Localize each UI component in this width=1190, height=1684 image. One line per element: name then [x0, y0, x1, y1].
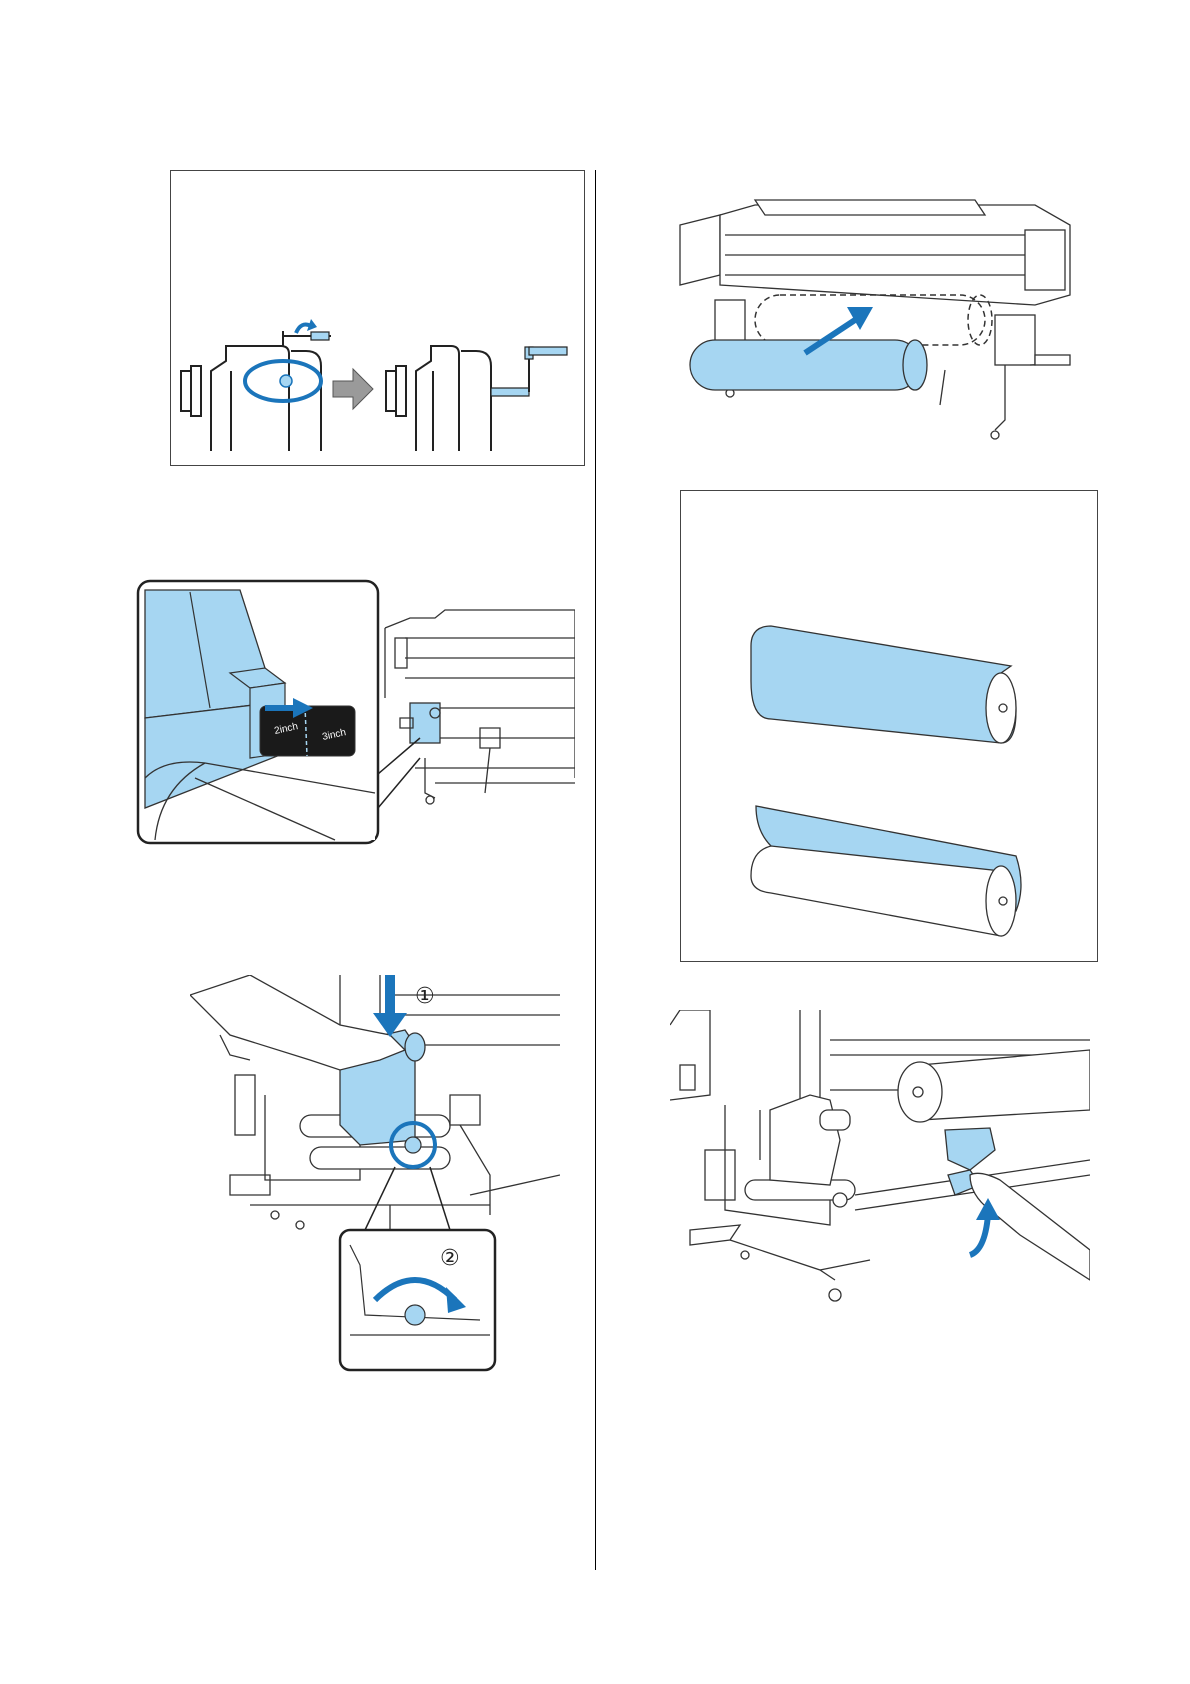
figure-roll-tape-position: 2inch 3inch — [135, 578, 575, 848]
step-2-label: ② — [440, 1246, 460, 1271]
media-roll-white — [898, 1050, 1090, 1122]
press-down-arrow-icon — [373, 975, 407, 1037]
figure-roll-orientation — [680, 490, 1098, 962]
figure-press-and-tighten: ① ② — [190, 975, 560, 1395]
roll-printable-side-out — [751, 626, 1016, 743]
roll-holder-zoom-illustration: 2inch 3inch — [145, 590, 375, 840]
roll-holder-left-illustration — [181, 319, 331, 451]
figure-lift-roll — [670, 1010, 1090, 1340]
hand-illustration — [190, 975, 405, 1070]
figure-load-roll — [675, 195, 1075, 445]
roll-stand-right-illustration — [670, 1010, 1090, 1301]
step-1-label: ① — [415, 984, 435, 1009]
roll-holder-right-illustration — [386, 346, 567, 451]
printer-background-illustration — [385, 610, 575, 804]
printer-illustration — [680, 200, 1070, 439]
roll-target-dashed — [755, 295, 992, 345]
figure-handle-rotation — [170, 170, 585, 466]
arrow-right-icon — [333, 369, 373, 409]
roll-printable-side-in — [751, 806, 1021, 936]
screw-zoom-inset: ② — [340, 1230, 495, 1370]
column-divider — [595, 170, 596, 1570]
